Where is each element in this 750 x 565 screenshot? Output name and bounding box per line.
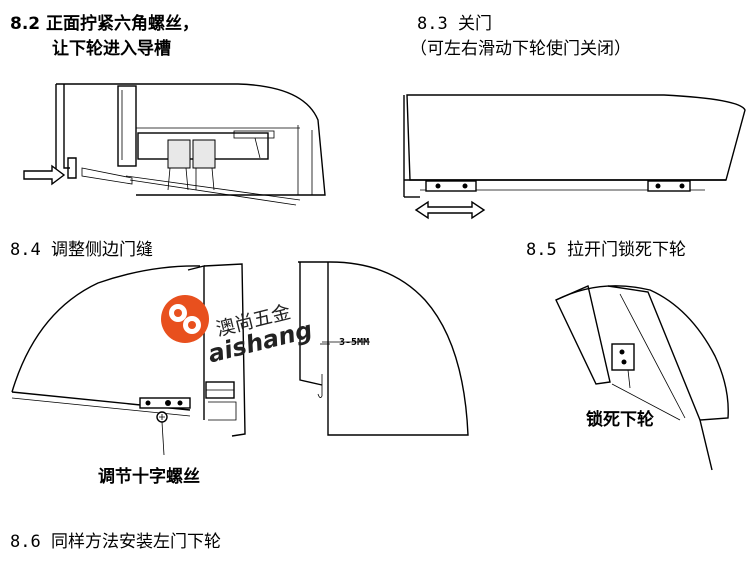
step-8-4-title: 8.4 调整侧边门缝 (10, 240, 153, 260)
step-8-2-title-line1: 8.2 正面拧紧六角螺丝， (10, 14, 200, 34)
step-8-2-title-line2: 让下轮进入导槽 (52, 39, 171, 59)
step-8-6-title: 8.6 同样方法安装左门下轮 (10, 532, 221, 552)
step-8-3-subtitle: （可左右滑动下轮使门关闭） (410, 39, 631, 59)
lock-wheel-bracket (611, 343, 635, 389)
step-8-3-title: 8.3 关门 (417, 14, 492, 34)
brand-logo-icon (161, 295, 209, 343)
slide-arrow-icon (414, 200, 486, 220)
lower-wheel-8-2 (67, 157, 301, 206)
track-rail-8-3 (425, 180, 691, 192)
cabinet-body-8-2 (55, 83, 326, 196)
cross-screw-bracket (139, 397, 191, 456)
step-8-5-title: 8.5 拉开门锁死下轮 (526, 240, 686, 260)
hex-screw-bracket (137, 130, 275, 191)
push-arrow-icon (23, 164, 66, 186)
lock-wheel-label: 锁死下轮 (586, 410, 654, 430)
gap-dimension-label: 3-5MM (339, 337, 370, 348)
side-profile-door (298, 261, 469, 436)
door-open-8-5 (555, 285, 729, 471)
cross-screw-label: 调节十字螺丝 (98, 467, 200, 487)
